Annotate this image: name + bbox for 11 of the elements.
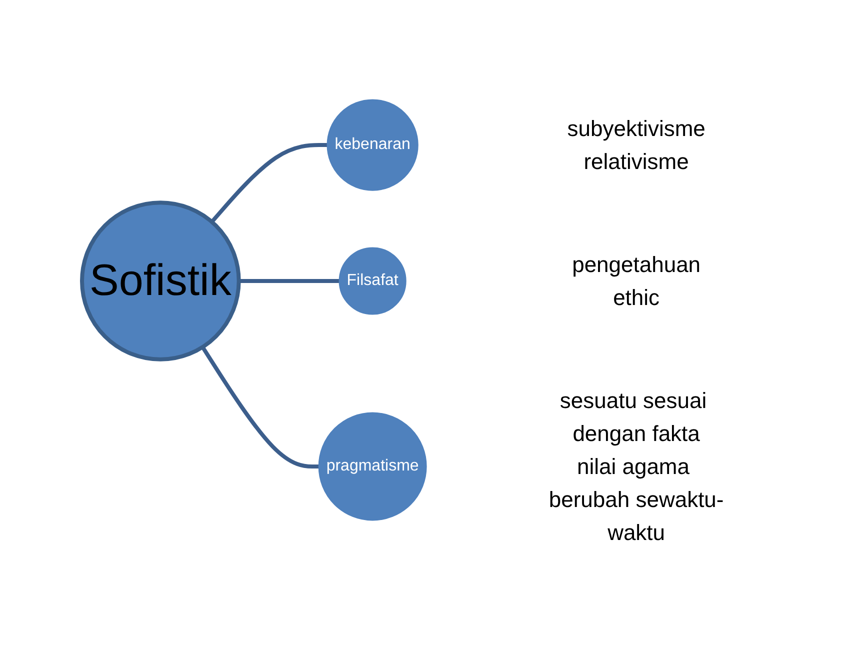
connector: [239, 279, 340, 283]
node-label: subyektivisme: [568, 116, 706, 141]
node-circle: pragmatisme: [318, 412, 428, 521]
connector: [201, 346, 320, 468]
connector: [210, 143, 328, 224]
node-circle: Filsafat: [339, 247, 407, 315]
node-label: nilai agama berubah sewaktu-waktu: [549, 454, 724, 545]
node-circle: kebenaran: [327, 99, 419, 191]
node-label: pengetahuan: [572, 252, 701, 277]
node-label: relativisme: [584, 149, 690, 174]
node-label: ethic: [613, 285, 660, 310]
